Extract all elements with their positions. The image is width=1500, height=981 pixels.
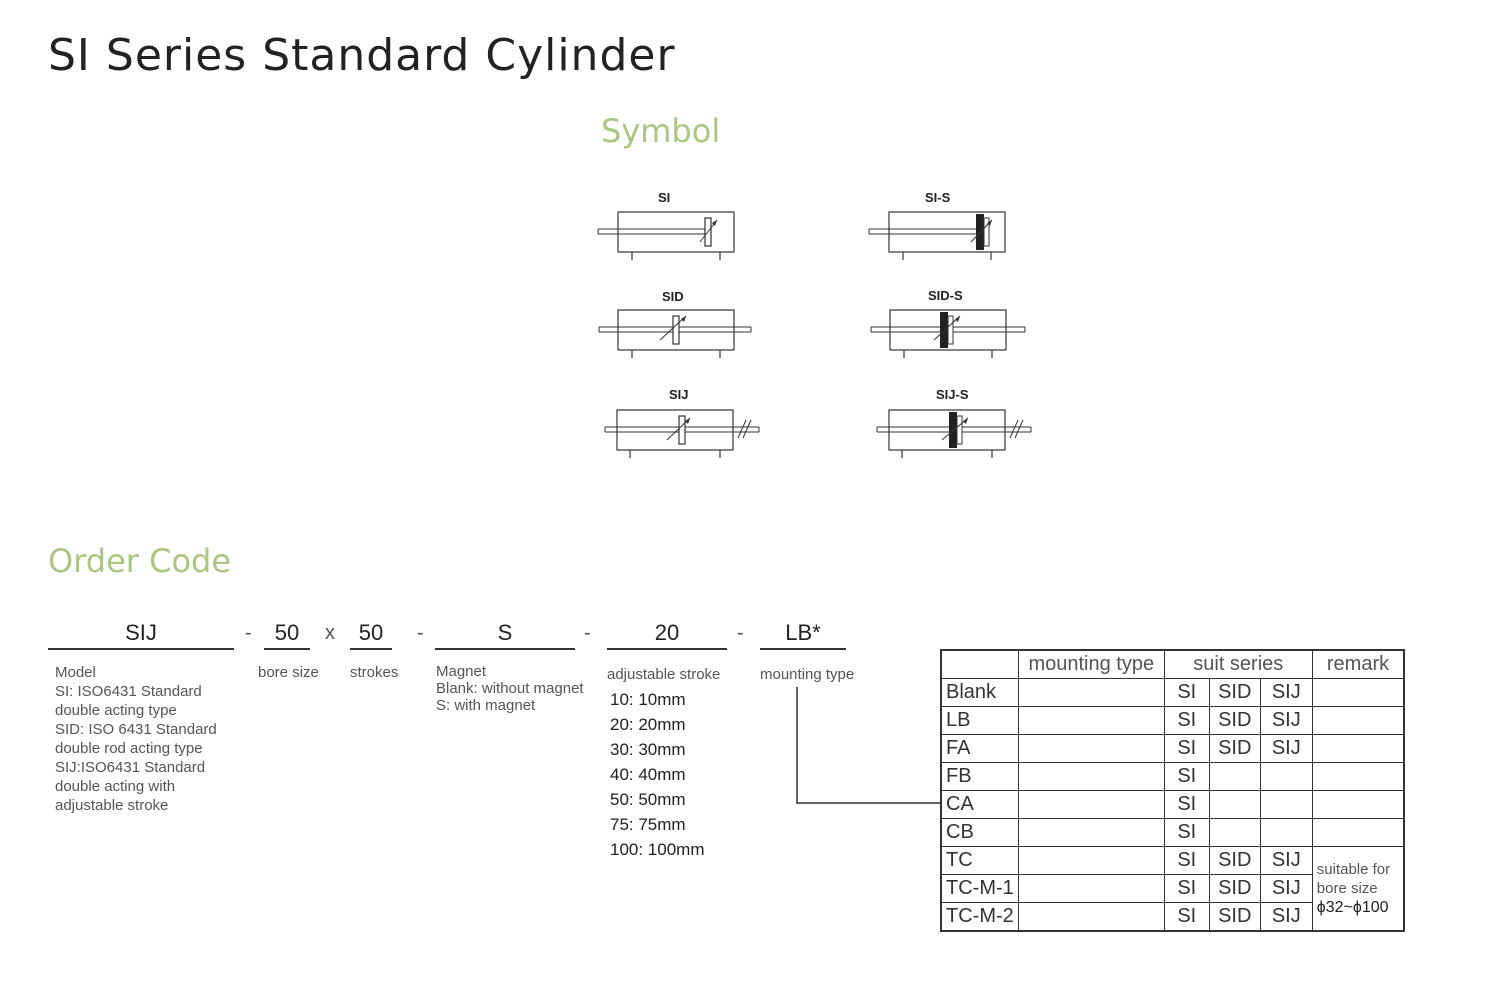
code-mounting: LB* <box>760 620 846 650</box>
stroke-option: 20: 20mm <box>610 715 686 734</box>
code-dash-2: - <box>417 622 424 644</box>
symbol-label-sid: SID <box>662 289 684 304</box>
symbol-label-sij-s: SIJ-S <box>936 387 969 402</box>
code-times: x <box>325 622 335 644</box>
stroke-option: 50: 50mm <box>610 790 686 809</box>
header-remark: remark <box>1311 649 1405 679</box>
header-mounting-type: mounting type <box>1017 649 1165 679</box>
bore-size-label: bore size <box>258 664 319 681</box>
table-row: CB SI <box>940 818 1405 847</box>
mounting-table: mounting type suit series remark Blank S… <box>940 649 1406 932</box>
symbol-label-si: SI <box>658 190 671 205</box>
mounting-type-label: mounting type <box>760 666 855 683</box>
remark-cell: suitable for bore size ϕ32~ϕ100 <box>1311 846 1405 932</box>
order-code-heading: Order Code <box>48 542 232 580</box>
magnet-description: Magnet Blank: without magnet S: with mag… <box>436 663 584 714</box>
stroke-option: 75: 75mm <box>610 815 686 834</box>
table-row: Blank SI SID SIJ <box>940 678 1405 707</box>
code-adjustable: 20 <box>607 620 727 650</box>
table-row: LB SI SID SIJ <box>940 706 1405 735</box>
table-row: TC-M-1 SI SID SIJ <box>940 874 1404 903</box>
code-magnet: S <box>435 620 575 650</box>
code-dash-3: - <box>584 622 591 644</box>
code-stroke: 50 <box>350 620 392 650</box>
symbol-label-si-s: SI-S <box>925 190 951 205</box>
symbol-heading: Symbol <box>601 112 721 150</box>
code-dash-4: - <box>737 622 744 644</box>
code-model: SIJ <box>48 620 234 650</box>
model-description: Model SI: ISO6431 Standard double acting… <box>55 664 217 814</box>
code-dash-1: - <box>245 622 252 644</box>
adjustable-stroke-label: adjustable stroke <box>607 666 721 683</box>
symbol-label-sij: SIJ <box>669 387 689 402</box>
table-header-row: mounting type suit series remark <box>940 649 1405 679</box>
cylinder-symbol-sid <box>598 309 752 358</box>
cylinder-symbol-sid-s <box>870 309 1026 358</box>
table-row: CA SI <box>940 790 1405 819</box>
table-row: FB SI <box>940 762 1405 791</box>
table-row: FA SI SID SIJ <box>940 734 1405 763</box>
header-suit-series: suit series <box>1163 649 1313 679</box>
cylinder-symbol-sij-s <box>876 409 1032 458</box>
table-row: TC-M-2 SI SID SIJ <box>940 902 1404 932</box>
stroke-option: 40: 40mm <box>610 765 686 784</box>
adjustable-stroke-options: 10: 10mm 20: 20mm 30: 30mm 40: 40mm 50: … <box>610 687 705 862</box>
cylinder-symbol-sij <box>604 409 760 458</box>
symbol-label-sid-s: SID-S <box>928 288 963 303</box>
code-bore: 50 <box>264 620 310 650</box>
connector-line <box>796 687 940 804</box>
stroke-option: 30: 30mm <box>610 740 686 759</box>
strokes-label: strokes <box>350 664 399 681</box>
cylinder-symbol-si <box>597 211 735 260</box>
cylinder-symbol-si-s <box>868 211 1006 260</box>
table-row: TC SI SID SIJ suitable for bore size ϕ32… <box>940 846 1405 932</box>
stroke-option: 100: 100mm <box>610 840 705 859</box>
page-title: SI Series Standard Cylinder <box>48 30 676 81</box>
stroke-option: 10: 10mm <box>610 690 686 709</box>
